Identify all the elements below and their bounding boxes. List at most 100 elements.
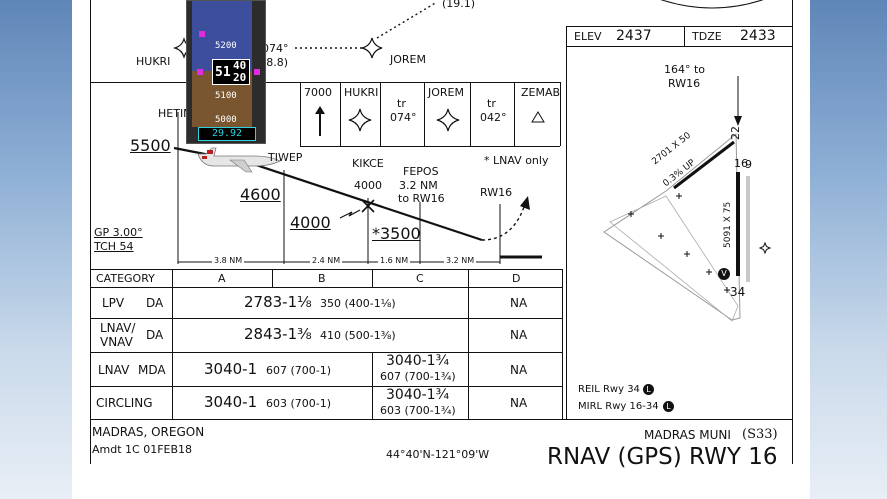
profile-header-div-2 xyxy=(380,82,381,146)
minima-circling-d: NA xyxy=(510,396,528,410)
plan-jorem-label: JOREM xyxy=(390,53,426,66)
up-arrow-icon xyxy=(315,106,325,136)
pfd-vsi-bug-icon xyxy=(254,69,260,75)
profile-header-div-0 xyxy=(300,82,301,146)
profile-diagram xyxy=(173,112,542,264)
profile-dist-2: 2.4 NM xyxy=(310,256,343,265)
footer-procedure: RNAV (GPS) RWY 16 xyxy=(547,444,778,470)
profile-tch: TCH 54 xyxy=(94,240,134,253)
profile-kikce: KIKCE xyxy=(352,157,384,170)
minima-lnav-c-sub: 607 (700-1¾) xyxy=(380,370,456,383)
profile-kikce-alt: 4000 xyxy=(354,179,382,192)
elev-label: ELEV xyxy=(574,30,602,43)
pfd-tape-5000: 5000 xyxy=(215,115,237,125)
profile-header-div-4 xyxy=(470,82,471,146)
profile-dist-3: 1.6 NM xyxy=(378,256,411,265)
header-altitude: 7000 xyxy=(304,86,332,99)
minima-line-1 xyxy=(90,287,562,288)
minima-lnav-c-value: 3040-1¾ xyxy=(386,353,450,369)
minima-lnav-ab-value: 3040-1 xyxy=(204,360,258,378)
tdze-label: TDZE xyxy=(692,30,722,43)
header-tr1: tr xyxy=(397,97,406,110)
minima-header-d: D xyxy=(512,272,521,285)
pfd-alt-top: 40 xyxy=(233,59,247,72)
range-ring xyxy=(660,0,764,9)
mirl-badge: L xyxy=(663,401,674,412)
hukri-waypoint-icon xyxy=(348,108,372,132)
plan-hukri-label: HUKRI xyxy=(136,55,171,68)
elev-box-divider xyxy=(684,26,685,46)
airport-layout xyxy=(603,76,772,322)
profile-header-div-3 xyxy=(424,82,425,146)
header-tr1-value: 074° xyxy=(390,111,417,124)
approach-plate: HUKRI JOREM 074° (8.8) (19.1) 7000 HUKRI… xyxy=(72,0,810,499)
profile-dist-4: 3.2 NM xyxy=(444,256,477,265)
rwy-34-label: 34 xyxy=(730,285,746,299)
airplane-icon xyxy=(197,147,281,173)
elev-value: 2437 xyxy=(616,28,652,44)
reil-badge: L xyxy=(643,384,654,395)
to-rw16-name: RW16 xyxy=(668,77,701,90)
minima-line-3 xyxy=(90,352,562,353)
pfd-trend-icon xyxy=(197,69,203,75)
minima-circling-c-value: 3040-1¾ xyxy=(386,387,450,403)
profile-lnav-only: * LNAV only xyxy=(484,154,549,167)
profile-alt-4000: 4000 xyxy=(290,213,331,232)
footer-airport-id: (S33) xyxy=(742,427,778,442)
tdze-value: 2433 xyxy=(740,28,776,44)
minima-lpv-name: LPV xyxy=(102,296,125,310)
reil-text: REIL Rwy 34 xyxy=(578,384,640,395)
minima-lnav-ab-sub: 607 (700-1) xyxy=(266,364,332,377)
footer-amdt: Amdt 1C 01FEB18 xyxy=(92,443,193,456)
pfd-baro: 29.92 xyxy=(198,127,256,141)
footer-city: MADRAS, OREGON xyxy=(92,425,205,439)
profile-fepos-dist: 3.2 NM xyxy=(399,179,438,192)
pfd-tape-5200: 5200 xyxy=(215,41,237,51)
elev-box-top xyxy=(566,26,792,27)
triangle-icon xyxy=(531,111,545,123)
minima-lnav-name: LNAV xyxy=(98,363,130,377)
profile-header-div-5 xyxy=(514,82,515,146)
minima-line-4 xyxy=(90,386,562,387)
minima-header-category: CATEGORY xyxy=(96,272,155,285)
minima-header-a: A xyxy=(218,272,226,285)
footer-coords: 44°40'N-121°09'W xyxy=(386,448,490,461)
minima-circling-ab-value: 3040-1 xyxy=(204,393,258,411)
minima-lnavvnav-name2: VNAV xyxy=(100,335,133,349)
profile-header-div-1 xyxy=(340,82,341,146)
profile-header-bottom xyxy=(300,146,560,147)
profile-gp: GP 3.00° xyxy=(94,226,143,239)
minima-col-4 xyxy=(468,269,469,419)
pfd-alt-big: 51 xyxy=(215,65,231,80)
airport-diagram xyxy=(566,26,793,419)
header-jorem: JOREM xyxy=(428,86,464,99)
minima-col-1 xyxy=(272,269,273,287)
pfd-bug-icon xyxy=(199,31,205,37)
minima-circling-c-sub: 603 (700-1¾) xyxy=(380,404,456,417)
minima-lpv-value: 2783-1⅛ xyxy=(244,293,312,311)
header-tr2-value: 042° xyxy=(480,111,507,124)
pfd-alt-bottom: 20 xyxy=(233,71,247,84)
profile-tiwep: TIWEP xyxy=(268,151,303,164)
plan-course-label: 074° xyxy=(262,42,289,55)
minima-line-5 xyxy=(90,419,792,420)
rwy-9-label: 9 xyxy=(745,158,752,171)
minima-lpv-da: DA xyxy=(146,296,164,310)
profile-alt-4600: 4600 xyxy=(240,185,281,204)
profile-rw16: RW16 xyxy=(480,186,513,199)
v-badge: V xyxy=(718,268,730,280)
minima-lnavvnav-value: 2843-1⅜ xyxy=(244,325,312,343)
minima-line-0 xyxy=(90,269,562,270)
pfd-altimeter-inset: 5200 5100 5000 51 40 20 29.92 xyxy=(186,0,266,144)
rwy-16-label: 16 xyxy=(734,157,748,170)
pfd-alt-box xyxy=(212,59,250,85)
plan-top-dist: (19.1) xyxy=(442,0,476,10)
minima-col-2 xyxy=(372,269,373,287)
elev-box-bottom xyxy=(566,46,792,47)
jorem-waypoint-icon xyxy=(436,108,460,132)
plate-left-border xyxy=(90,0,91,464)
profile-alt-3500: *3500 xyxy=(372,224,421,243)
profile-dist-1: 3.8 NM xyxy=(212,256,245,265)
minima-lnav-mda: MDA xyxy=(138,363,166,377)
profile-header-div-6 xyxy=(560,82,561,146)
